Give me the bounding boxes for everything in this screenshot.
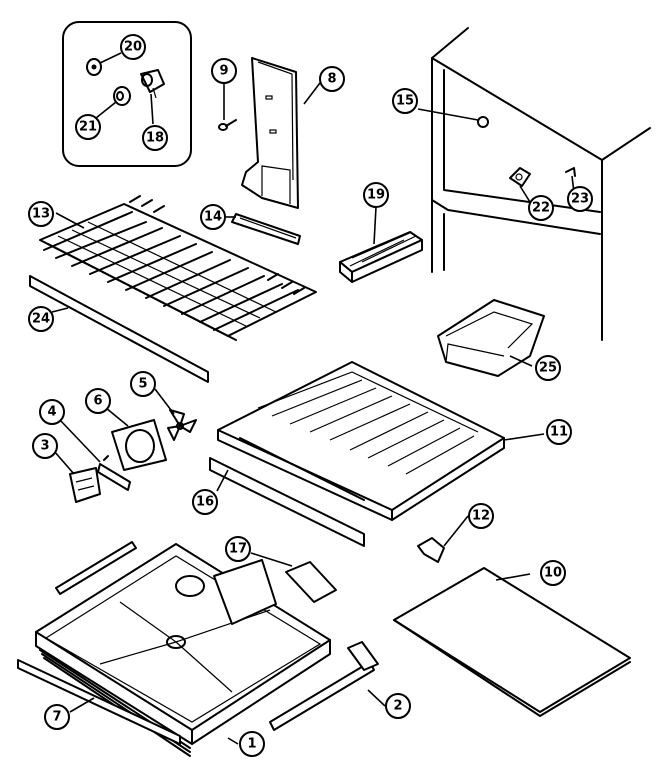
drain-pad-part: [285, 561, 337, 603]
callout-20: 20: [120, 34, 146, 60]
callout-label: 23: [571, 192, 589, 207]
fan-motor-part: [69, 467, 101, 503]
callout-label: 15: [396, 94, 414, 109]
callout-1: 1: [239, 731, 265, 757]
callout-23: 23: [567, 186, 593, 212]
callout-label: 6: [93, 394, 102, 409]
pin-part: [565, 167, 576, 177]
callout-label: 17: [229, 542, 247, 557]
hinge-clip-part: [509, 167, 531, 187]
clip-part: [417, 537, 445, 563]
leader-lines: [51, 52, 575, 745]
callout-21: 21: [75, 114, 101, 140]
callout-label: 3: [40, 439, 49, 454]
callout-8: 8: [319, 66, 345, 92]
callout-6: 6: [85, 388, 111, 414]
callout-25: 25: [535, 355, 561, 381]
callout-label: 12: [472, 509, 490, 524]
shelf-trim-part: [29, 275, 209, 383]
motor-bracket-part: [97, 455, 131, 491]
callout-2: 2: [385, 693, 411, 719]
callout-label: 19: [367, 188, 385, 203]
callout-label: 18: [146, 131, 164, 146]
inset-box: [62, 21, 192, 167]
callout-label: 7: [52, 710, 61, 725]
cam-part: [140, 69, 165, 99]
callout-17: 17: [225, 536, 251, 562]
glass-shelf-part: [217, 361, 505, 521]
callout-label: 5: [138, 377, 147, 392]
callout-label: 20: [124, 40, 142, 55]
callout-label: 1: [247, 737, 256, 752]
base-pan-part: [35, 543, 331, 757]
ice-tray-part: [339, 231, 423, 283]
rail-bracket-part: [241, 57, 299, 209]
callout-4: 4: [39, 399, 65, 425]
callout-label: 16: [196, 495, 214, 510]
callout-label: 4: [47, 405, 56, 420]
callout-label: 25: [539, 361, 557, 376]
callout-24: 24: [28, 306, 54, 332]
washer-part: [86, 58, 102, 76]
callout-7: 7: [44, 704, 70, 730]
fan-shroud-part: [111, 419, 167, 471]
runner-part: [231, 213, 301, 245]
bushing-part: [113, 86, 131, 106]
callout-22: 22: [528, 195, 554, 221]
callout-5: 5: [130, 371, 156, 397]
callout-label: 10: [544, 566, 562, 581]
callout-11: 11: [546, 419, 572, 445]
front-trim-part: [209, 457, 365, 547]
callout-16: 16: [192, 489, 218, 515]
cover-panel-part: [393, 567, 631, 717]
callout-label: 21: [79, 120, 97, 135]
callout-14: 14: [200, 204, 226, 230]
callout-13: 13: [28, 201, 54, 227]
callout-18: 18: [142, 125, 168, 151]
callout-label: 2: [393, 699, 402, 714]
callout-10: 10: [540, 560, 566, 586]
callout-label: 8: [327, 72, 336, 87]
callout-12: 12: [468, 503, 494, 529]
screw-part: [218, 119, 237, 131]
cabinet-section: [431, 27, 651, 341]
callout-label: 24: [32, 312, 50, 327]
callout-3: 3: [32, 433, 58, 459]
callout-label: 11: [550, 425, 568, 440]
callout-label: 9: [219, 64, 228, 79]
callout-15: 15: [392, 88, 418, 114]
storage-bin-part: [437, 299, 545, 377]
callout-9: 9: [211, 58, 237, 84]
callout-19: 19: [363, 182, 389, 208]
fan-blade-part: [167, 409, 197, 441]
base-rails: [17, 541, 379, 745]
callout-label: 14: [204, 210, 222, 225]
wire-shelf-part: [39, 195, 317, 341]
callout-label: 22: [532, 201, 550, 216]
callout-label: 13: [32, 207, 50, 222]
